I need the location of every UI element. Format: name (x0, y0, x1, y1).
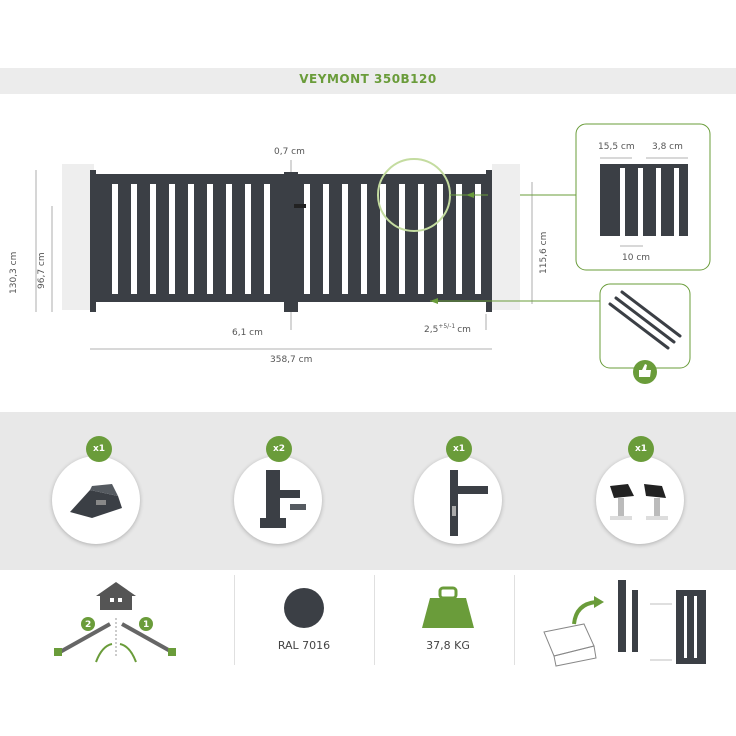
slat-gap (361, 184, 367, 294)
accessory-stop-blocks (596, 456, 684, 544)
slat-gap (304, 184, 310, 294)
stop-block-icon (610, 484, 668, 520)
thumbs-up-icon (639, 364, 651, 377)
slat-gap (112, 184, 118, 294)
leaf-height-dimension: 115,6 cm (539, 232, 549, 274)
slat-gap (264, 184, 270, 294)
slat-gap (418, 184, 424, 294)
spec-divider (374, 575, 375, 665)
post-icon (632, 590, 638, 652)
right-pillar (492, 164, 520, 310)
slat-gap (456, 184, 462, 294)
handle-lock-icon (450, 470, 488, 536)
box-icon (543, 623, 597, 667)
gap-dimension: 0,7 cm (274, 147, 305, 157)
slat-gap (380, 184, 386, 294)
svg-text:2: 2 (85, 620, 91, 630)
slat-gap (150, 184, 156, 294)
accessory-hinge (234, 456, 322, 544)
accessory-count-badge: x2 (266, 436, 292, 462)
gate-diagram: 0,7 cm 130,3 cm 96,7 cm 115,6 cm 6,1 cm … (9, 123, 711, 384)
slat-gap (188, 184, 194, 294)
bolts-detail-box (599, 283, 691, 369)
bolts-icon (608, 290, 682, 350)
house-icon (96, 582, 136, 610)
weight-label: 37,8 KG (426, 639, 470, 652)
hinge-icon (260, 470, 306, 528)
delivery-packaging-diagram (543, 580, 706, 667)
svg-text:1: 1 (143, 620, 149, 630)
product-title: VEYMONT 350B120 (299, 72, 437, 86)
slat-gap (207, 184, 213, 294)
spec-divider (234, 575, 235, 665)
slat-gap (437, 184, 443, 294)
weight-icon (422, 586, 474, 628)
slat-width-label: 15,5 cm (598, 142, 635, 152)
color-swatch (284, 588, 324, 628)
gate-handle (294, 204, 306, 208)
post-height-dimension: 96,7 cm (37, 252, 47, 289)
main-diagram-panel: 0,7 cm 130,3 cm 96,7 cm 115,6 cm 6,1 cm … (0, 94, 736, 412)
arrow-icon (572, 600, 597, 625)
slat-gap (226, 184, 232, 294)
accessory-count-badge: x1 (86, 436, 112, 462)
arrow-icon (119, 643, 137, 663)
title-band (0, 68, 736, 94)
slat-gap (475, 184, 481, 294)
step-1-badge (139, 617, 153, 631)
accessory-count-badge: x1 (446, 436, 472, 462)
total-height-dimension: 130,3 cm (9, 252, 19, 294)
slat-gap (399, 184, 405, 294)
slat-gaps (112, 184, 481, 294)
left-pillar (62, 164, 94, 310)
color-label: RAL 7016 (277, 639, 331, 652)
post-icon (618, 580, 626, 652)
opening-direction-diagram: 2 1 (54, 582, 176, 663)
gate-stop-icon (70, 484, 122, 518)
gate-panel-icon (676, 590, 706, 664)
slat-gap (323, 184, 329, 294)
slat-gap (131, 184, 137, 294)
slat-gap (169, 184, 175, 294)
total-width-dimension: 358,7 cm (270, 355, 312, 365)
pitch-label: 10 cm (622, 253, 650, 263)
spec-divider (514, 575, 515, 665)
step-2-badge (81, 617, 95, 631)
gap-width-label: 3,8 cm (652, 142, 683, 152)
slat-gap (342, 184, 348, 294)
bottom-clearance-dimension: 6,1 cm (232, 328, 263, 338)
accessory-handle-lock (414, 456, 502, 544)
slat-gap (245, 184, 251, 294)
accessory-count-badge: x1 (628, 436, 654, 462)
accessory-gate-stop (52, 456, 140, 544)
arrow-icon (95, 643, 113, 663)
